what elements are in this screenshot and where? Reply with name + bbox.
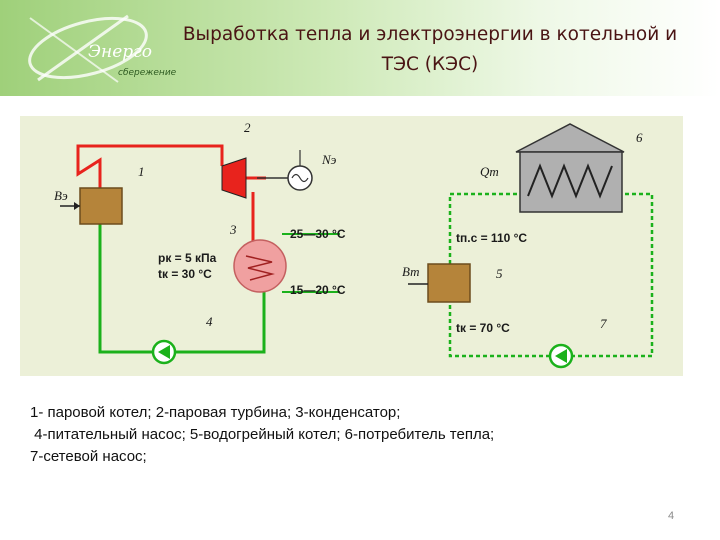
hot-water-boiler-icon bbox=[427, 263, 471, 303]
caption-line1: 1- паровой котел; 2-паровая турбина; 3-к… bbox=[30, 404, 401, 421]
slide-title-line2: ТЭС (КЭС) bbox=[381, 54, 479, 75]
label-temp-upper: 25—30 °C bbox=[290, 227, 346, 241]
logo-tagline: сбережение bbox=[118, 68, 177, 78]
label-consumer-num: 6 bbox=[636, 130, 643, 145]
label-fuel-in: Вэ bbox=[54, 188, 68, 203]
logo-swoosh-icon bbox=[28, 14, 148, 83]
label-tk: tк = 30 °C bbox=[158, 267, 212, 281]
label-heat: Qт bbox=[480, 164, 499, 179]
label-hw-fuel: Вт bbox=[402, 264, 420, 279]
label-pump1-num: 4 bbox=[206, 314, 213, 329]
label-condenser-num: 3 bbox=[229, 222, 237, 237]
condenser-icon bbox=[233, 239, 287, 293]
label-turbine-num: 2 bbox=[244, 120, 251, 135]
logo-name: Энерго bbox=[88, 42, 152, 62]
label-temp-lower: 15—20 °C bbox=[290, 283, 346, 297]
caption-line3: 7-сетевой насос; bbox=[30, 448, 147, 465]
label-hw-boiler-num: 5 bbox=[496, 266, 503, 281]
consumer-roof-icon bbox=[515, 123, 625, 153]
label-t-return: tк = 70 °C bbox=[456, 321, 510, 335]
header-band bbox=[0, 0, 720, 96]
page-number: 4 bbox=[668, 510, 675, 522]
steam-boiler-icon bbox=[79, 187, 123, 225]
slide-title: Выработка тепла и электроэнергии в котел… bbox=[150, 20, 710, 80]
logo: Энерго сбережение bbox=[18, 8, 178, 88]
turbine-icon bbox=[221, 157, 247, 199]
label-boiler-num: 1 bbox=[138, 164, 145, 179]
label-pk: pк = 5 кПа bbox=[158, 251, 217, 265]
caption-line2: 4-питательный насос; 5-водогрейный котел… bbox=[30, 426, 495, 443]
diagram-canvas: 1 2 3 4 5 6 7 Вэ Nэ Qт pк = 5 кПа tк = 3… bbox=[54, 120, 654, 369]
slide-title-line1: Выработка тепла и электроэнергии в котел… bbox=[182, 24, 678, 45]
label-power: Nэ bbox=[321, 152, 337, 167]
label-pump2-num: 7 bbox=[600, 316, 607, 331]
diagram: 1 2 3 4 5 6 7 Вэ Nэ Qт pк = 5 кПа tк = 3… bbox=[20, 116, 683, 376]
label-t-supply: tп.с = 110 °C bbox=[456, 231, 527, 245]
caption: 1- паровой котел; 2-паровая турбина; 3-к… bbox=[30, 402, 700, 468]
